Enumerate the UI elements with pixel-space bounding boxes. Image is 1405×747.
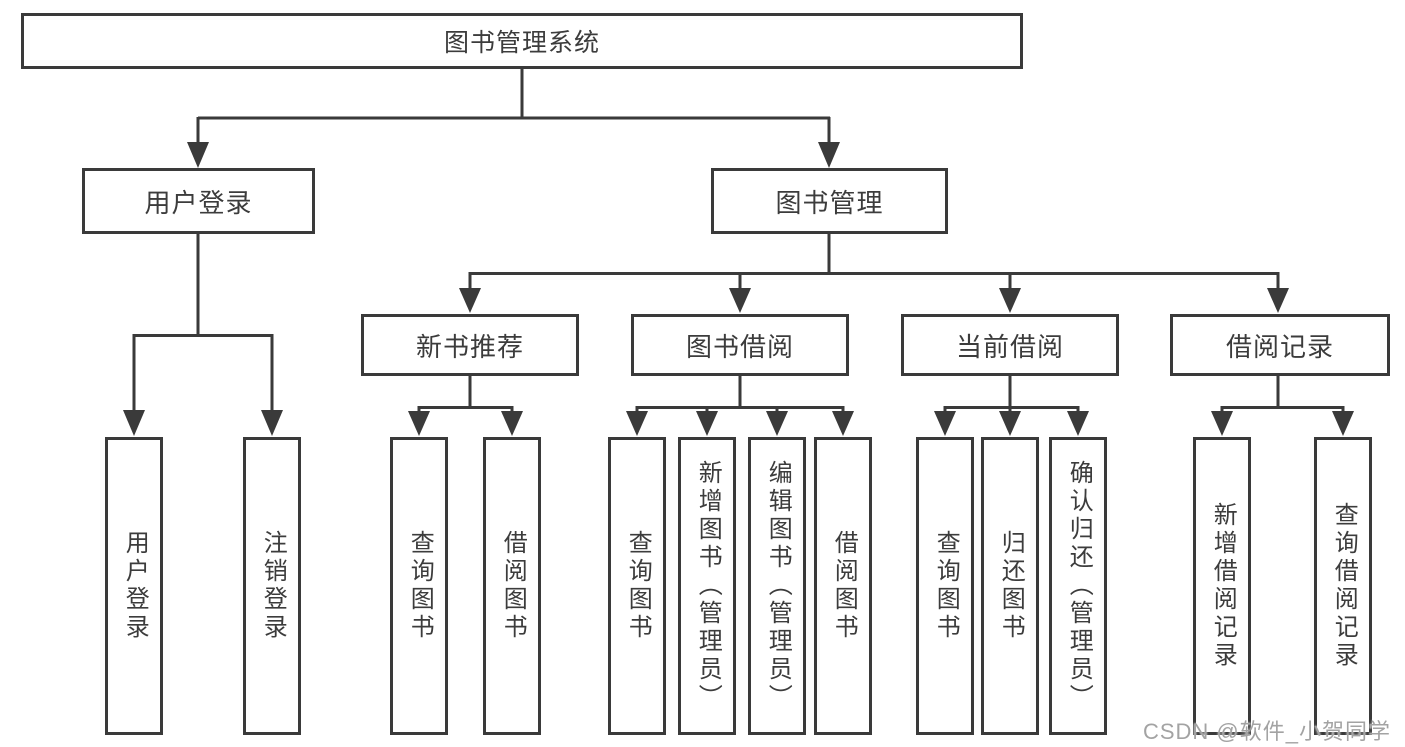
arrow-down-icon — [1267, 288, 1289, 313]
arrow-down-icon — [408, 411, 430, 436]
leaf-confirm-return-admin: 确认归还（管理员） — [1049, 437, 1107, 735]
node-label: 图书管理 — [775, 187, 884, 218]
leaf-borrow-books-recommend: 借阅图书 — [483, 437, 541, 735]
node-label: 图书管理系统 — [443, 29, 600, 57]
arrow-down-icon — [766, 411, 788, 436]
arrow-down-icon — [999, 288, 1021, 313]
node-book-borrowing: 图书借阅 — [631, 314, 849, 376]
leaf-label: 确认归还（管理员） — [1065, 460, 1093, 712]
node-new-book-recommend: 新书推荐 — [361, 314, 579, 376]
arrow-down-icon — [261, 410, 283, 436]
leaf-query-books-borrowing: 查询图书 — [608, 437, 666, 735]
arrow-down-icon — [934, 411, 956, 436]
arrow-down-icon — [729, 288, 751, 313]
arrow-down-icon — [1211, 411, 1233, 436]
node-label: 新书推荐 — [415, 331, 524, 362]
arrow-down-icon — [1332, 411, 1354, 436]
leaf-edit-books-admin: 编辑图书（管理员） — [748, 437, 806, 735]
node-label: 用户登录 — [144, 187, 253, 218]
leaf-borrow-books: 借阅图书 — [814, 437, 872, 735]
node-label: 当前借阅 — [955, 331, 1064, 362]
leaf-label: 查询图书 — [624, 530, 652, 642]
arrow-down-icon — [818, 142, 840, 168]
arrow-down-icon — [501, 411, 523, 436]
arrow-down-icon — [999, 411, 1021, 436]
arrow-down-icon — [459, 288, 481, 313]
leaf-query-books-current: 查询图书 — [916, 437, 974, 735]
leaf-label: 借阅图书 — [499, 530, 527, 642]
leaf-label: 编辑图书（管理员） — [764, 460, 792, 712]
leaf-add-borrow-record: 新增借阅记录 — [1193, 437, 1251, 735]
leaf-label: 查询借阅记录 — [1330, 502, 1358, 670]
csdn-watermark: CSDN @软件_小贺同学 — [1142, 719, 1391, 744]
arrow-down-icon — [123, 410, 145, 436]
leaf-label: 查询图书 — [932, 530, 960, 642]
leaf-return-books: 归还图书 — [981, 437, 1039, 735]
node-label: 图书借阅 — [685, 331, 794, 362]
node-library-management-system: 图书管理系统 — [21, 13, 1023, 69]
leaf-query-books-recommend: 查询图书 — [390, 437, 448, 735]
arrow-down-icon — [696, 411, 718, 436]
leaf-query-borrow-record: 查询借阅记录 — [1314, 437, 1372, 735]
leaf-add-books-admin: 新增图书（管理员） — [678, 437, 736, 735]
leaf-label: 查询图书 — [406, 530, 434, 642]
leaf-label: 借阅图书 — [830, 530, 858, 642]
node-book-management: 图书管理 — [711, 168, 948, 234]
arrow-down-icon — [832, 411, 854, 436]
arrow-down-icon — [187, 142, 209, 168]
node-user-login: 用户登录 — [82, 168, 315, 234]
node-current-borrowing: 当前借阅 — [901, 314, 1119, 376]
node-borrow-records: 借阅记录 — [1170, 314, 1390, 376]
leaf-label: 新增图书（管理员） — [694, 460, 722, 712]
arrow-down-icon — [1067, 411, 1089, 436]
leaf-label: 注销登录 — [259, 530, 287, 642]
leaf-label: 用户登录 — [121, 530, 149, 642]
leaf-label: 归还图书 — [997, 530, 1025, 642]
leaf-user-login: 用户登录 — [105, 437, 163, 735]
node-label: 借阅记录 — [1225, 331, 1334, 362]
arrow-down-icon — [626, 411, 648, 436]
leaf-logout: 注销登录 — [243, 437, 301, 735]
leaf-label: 新增借阅记录 — [1209, 502, 1237, 670]
